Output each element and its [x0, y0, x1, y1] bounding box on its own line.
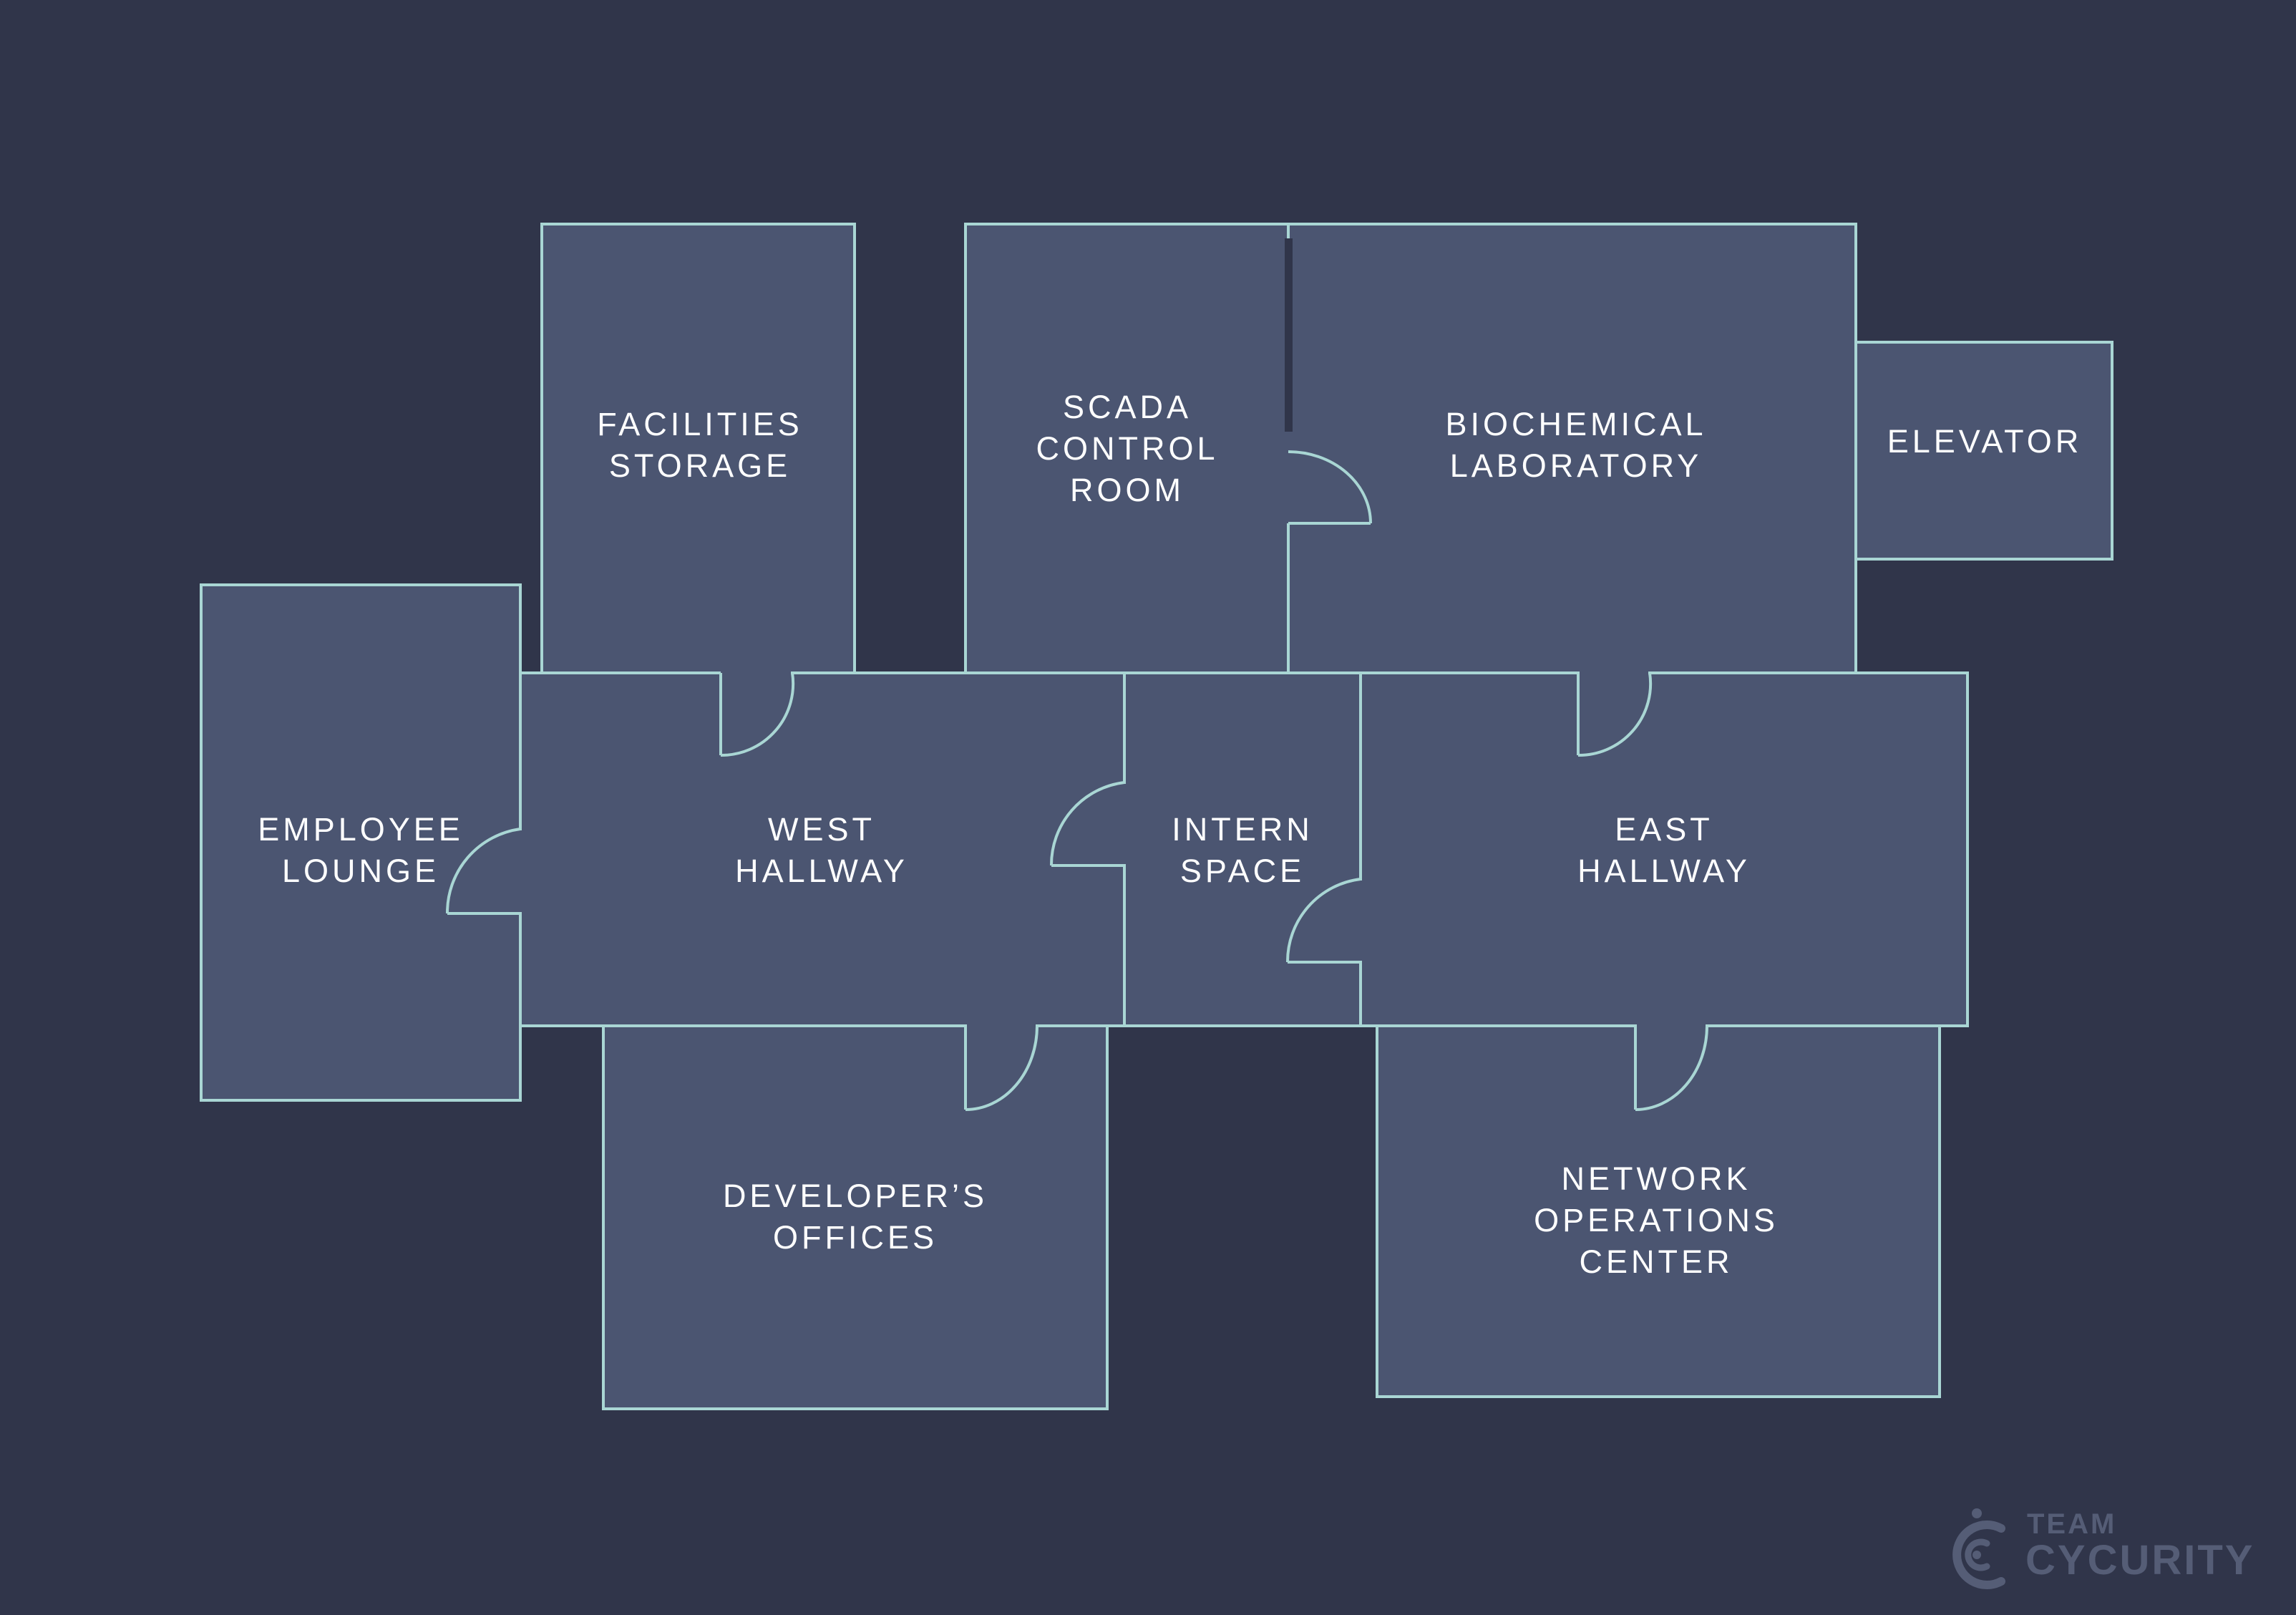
svg-text:LOUNGE: LOUNGE: [282, 853, 439, 889]
label-network-operations-center: NETWORK OPERATIONS CENTER: [1534, 1160, 1779, 1280]
svg-text:STORAGE: STORAGE: [609, 447, 791, 484]
svg-text:INTERN: INTERN: [1172, 811, 1313, 848]
svg-text:FACILITIES: FACILITIES: [597, 406, 803, 442]
room-employee-lounge: [200, 583, 522, 1102]
svg-text:LABORATORY: LABORATORY: [1450, 447, 1703, 484]
svg-text:HALLWAY: HALLWAY: [735, 853, 908, 889]
svg-text:HALLWAY: HALLWAY: [1577, 853, 1751, 889]
svg-text:CONTROL: CONTROL: [1036, 430, 1218, 467]
label-elevator: ELEVATOR: [1887, 423, 2083, 460]
door-intern-east: [1285, 878, 1366, 964]
svg-text:BIOCHEMICAL: BIOCHEMICAL: [1445, 406, 1706, 442]
svg-text:NETWORK: NETWORK: [1562, 1160, 1751, 1197]
logo-text-cycurity: CYCURITY: [2025, 1537, 2254, 1584]
svg-text:CENTER: CENTER: [1579, 1243, 1733, 1280]
svg-text:WEST: WEST: [768, 811, 875, 848]
door-facilities-west: [719, 667, 795, 757]
cycurity-logo-icon: [1952, 1508, 2005, 1589]
label-west-hallway: WEST HALLWAY: [735, 811, 908, 889]
room-intern-space: [1123, 671, 1362, 1027]
label-scada-control-room: SCADA CONTROL ROOM: [1036, 389, 1218, 508]
door-lounge-west: [445, 828, 526, 915]
svg-text:OPERATIONS: OPERATIONS: [1534, 1202, 1779, 1238]
label-east-hallway: EAST HALLWAY: [1577, 811, 1751, 889]
room-scada-control-room: [964, 223, 1290, 674]
svg-text:EAST: EAST: [1615, 811, 1713, 848]
room-developers-offices: [602, 1024, 1109, 1410]
label-developers-offices: DEVELOPER’S OFFICES: [723, 1178, 988, 1256]
room-network-operations-center: [1376, 1024, 1941, 1398]
svg-text:SPACE: SPACE: [1180, 853, 1305, 889]
label-employee-lounge: EMPLOYEE LOUNGE: [258, 811, 464, 889]
door-west-developers: [964, 1022, 1038, 1111]
room-west-hallway: [519, 671, 1126, 1027]
team-cycurity-logo: TEAM CYCURITY: [1952, 1508, 2254, 1589]
door-east-biochem: [1577, 667, 1653, 757]
logo-text-team: TEAM: [2027, 1508, 2116, 1540]
label-biochemical-laboratory: BIOCHEMICAL LABORATORY: [1445, 406, 1706, 484]
svg-text:ROOM: ROOM: [1070, 472, 1185, 508]
svg-text:ELEVATOR: ELEVATOR: [1887, 423, 2083, 460]
svg-text:SCADA: SCADA: [1063, 389, 1192, 425]
door-east-noc: [1634, 1022, 1708, 1111]
label-intern-space: INTERN SPACE: [1172, 811, 1313, 889]
svg-text:DEVELOPER’S: DEVELOPER’S: [723, 1178, 988, 1214]
room-biochemical-laboratory: [1287, 223, 1857, 674]
label-facilities-storage: FACILITIES STORAGE: [597, 406, 803, 484]
dark-wall-segment: [1285, 238, 1293, 432]
room-elevator: [1854, 341, 2113, 561]
door-west-intern: [1049, 781, 1130, 867]
room-east-hallway: [1359, 671, 1969, 1027]
room-facilities-storage: [540, 223, 856, 674]
door-scada-biochem: [1284, 238, 1372, 525]
svg-text:OFFICES: OFFICES: [773, 1219, 938, 1256]
svg-text:EMPLOYEE: EMPLOYEE: [258, 811, 464, 848]
